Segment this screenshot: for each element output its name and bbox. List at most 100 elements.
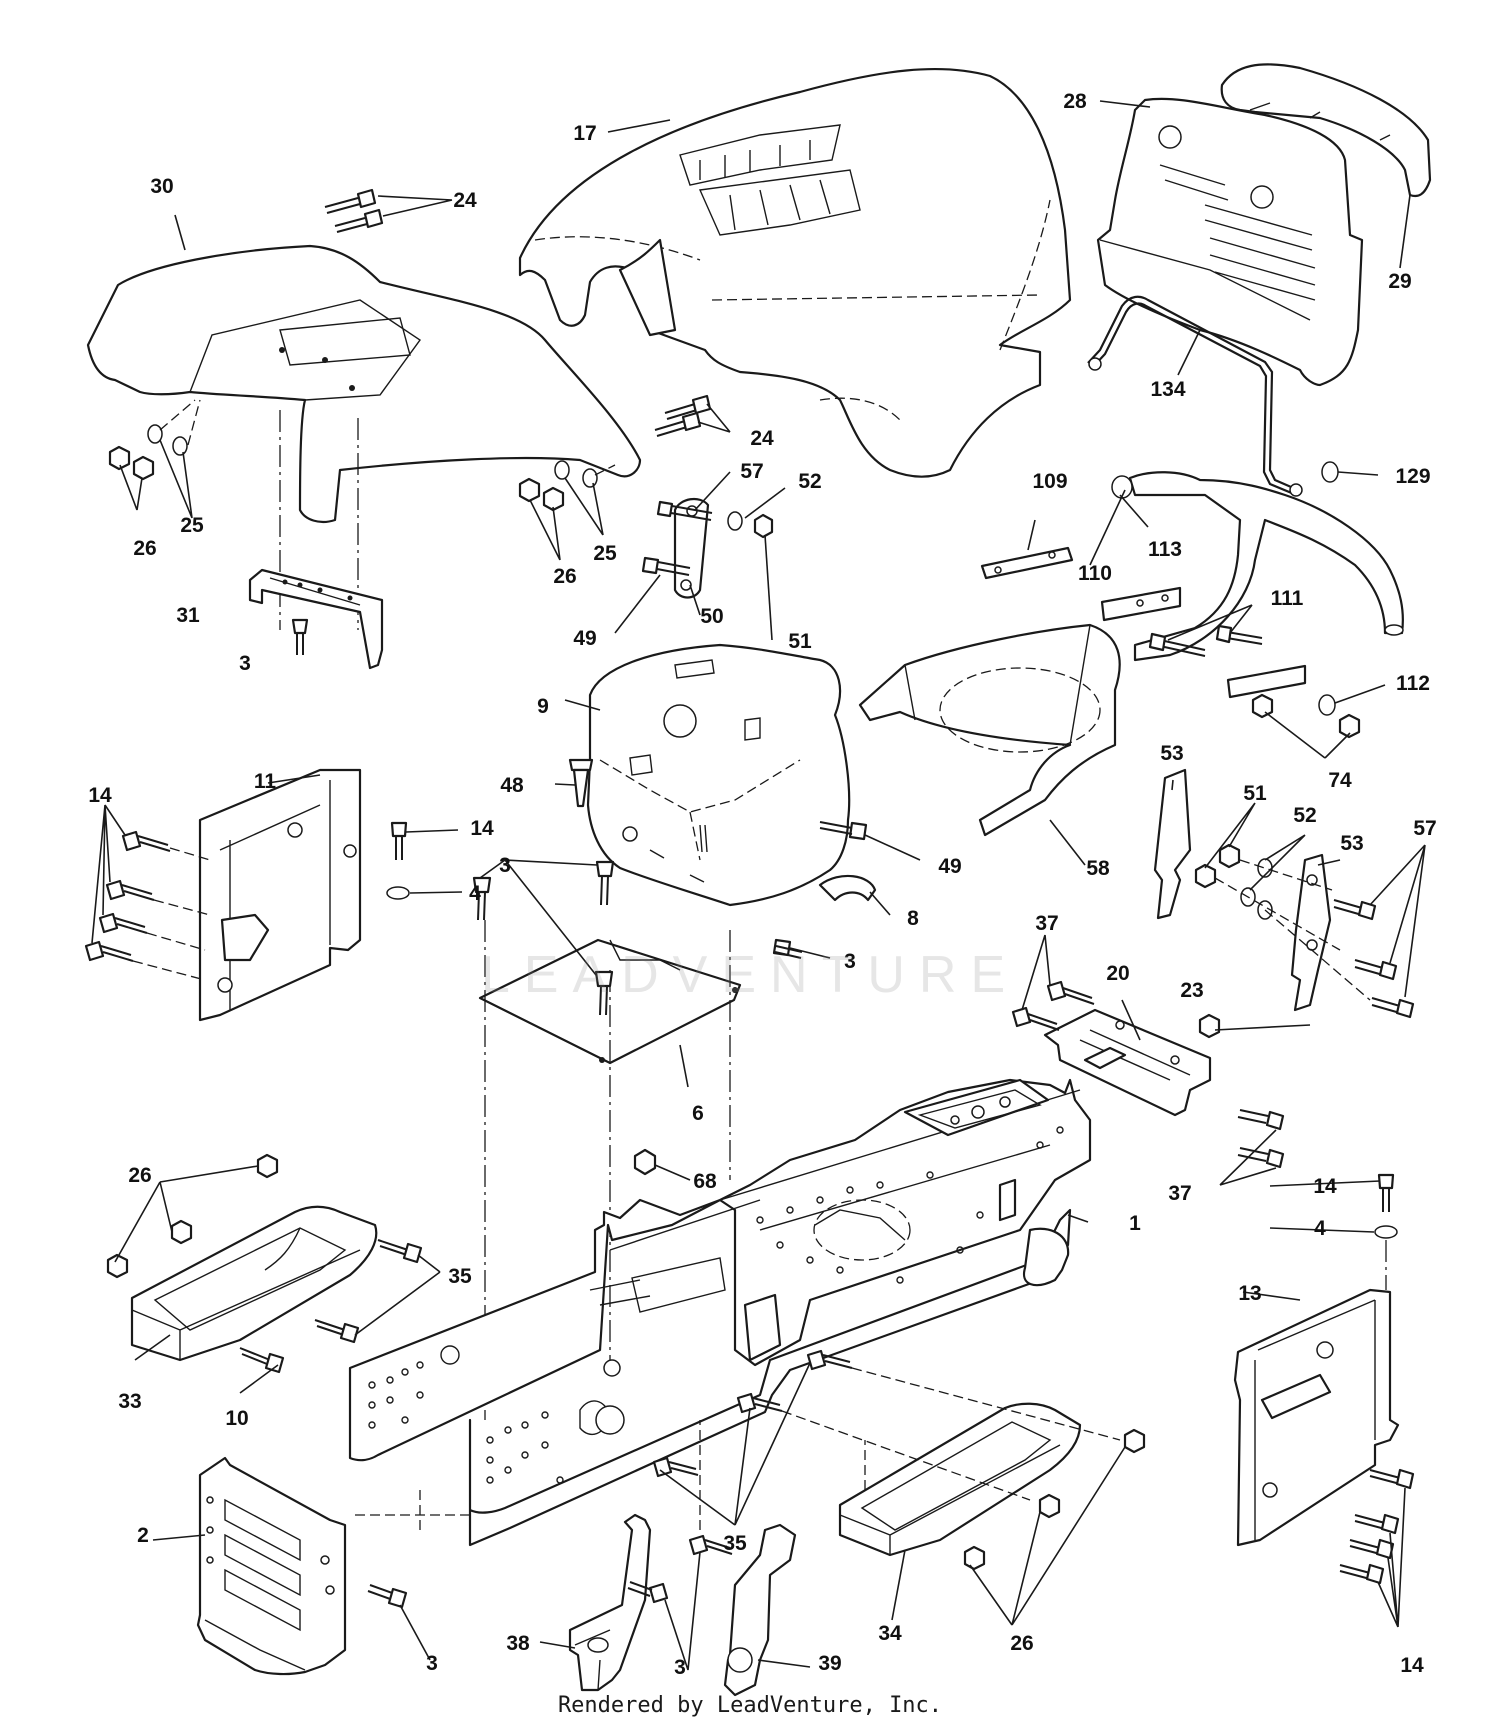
callout-28: 28 <box>1063 90 1087 113</box>
grille-part-28 <box>1096 97 1364 387</box>
nut-part-51-upper <box>753 513 774 539</box>
callout-58: 58 <box>1086 857 1110 880</box>
fender-hardware-lines <box>159 399 616 476</box>
callout-52-right: 52 <box>1293 804 1316 827</box>
callout-134: 134 <box>1150 378 1185 401</box>
frame-holes <box>368 1126 1064 1484</box>
callout-labels: 17 28 29 30 24 24 134 129 109 110 113 11… <box>88 90 1436 1679</box>
bolt-part-14-right-top <box>1377 1173 1395 1212</box>
bolt-part-14-upper <box>390 821 408 860</box>
hood-part-17 <box>518 67 1072 478</box>
bolt-part-57-right <box>1333 899 1415 1019</box>
fender-part-30 <box>86 244 642 524</box>
washer-part-4-left <box>386 886 410 900</box>
callout-26-footrest-right: 26 <box>1010 1632 1033 1655</box>
support-rod-part-134 <box>1087 295 1303 497</box>
callout-37-upper: 37 <box>1035 912 1058 935</box>
bracket-part-20 <box>1043 1008 1212 1117</box>
bolt-part-14-left <box>84 830 211 981</box>
callout-14-right: 14 <box>1400 1654 1424 1677</box>
nut-part-51-right <box>1194 843 1241 889</box>
callout-30: 30 <box>150 175 173 198</box>
screw-part-3-panel <box>472 860 803 1016</box>
callout-112: 112 <box>1396 672 1430 695</box>
callout-113: 113 <box>1148 538 1182 561</box>
callout-6: 6 <box>692 1102 704 1125</box>
callout-3-front: 3 <box>426 1652 438 1675</box>
screw-part-3-front <box>367 1584 408 1609</box>
callout-10: 10 <box>225 1407 248 1430</box>
callout-51-right: 51 <box>1243 782 1267 805</box>
bolt-part-49-lower <box>819 821 868 841</box>
bolt-part-37 <box>1011 980 1285 1169</box>
screw-part-3-lower <box>627 1534 733 1604</box>
callout-14-upper: 14 <box>470 817 494 840</box>
callout-2: 2 <box>137 1524 149 1547</box>
callout-38: 38 <box>506 1632 530 1655</box>
callout-26-footrest-left: 26 <box>128 1164 151 1187</box>
callout-52-upper: 52 <box>798 470 821 493</box>
bolt-part-24 <box>324 188 712 437</box>
nut-part-23 <box>1198 1013 1221 1039</box>
callout-110: 110 <box>1078 562 1112 585</box>
callout-129: 129 <box>1395 465 1430 488</box>
footrest-part-34 <box>838 1402 1082 1557</box>
heat-shield-part-58 <box>858 623 1121 837</box>
washer-part-25 <box>147 424 598 488</box>
callout-49-upper: 49 <box>573 627 596 650</box>
callout-49-lower: 49 <box>938 855 961 878</box>
callout-23: 23 <box>1180 979 1203 1002</box>
callout-3-fender: 3 <box>239 652 251 675</box>
nut-part-26-left <box>106 1153 279 1279</box>
bolt-part-35-right <box>652 1349 853 1478</box>
callout-3-lower: 3 <box>674 1656 686 1679</box>
callout-57-upper: 57 <box>740 460 763 483</box>
callout-8: 8 <box>907 907 919 930</box>
callout-51-upper: 51 <box>788 630 812 653</box>
washer-part-4-right <box>1374 1225 1398 1239</box>
callout-9: 9 <box>537 695 549 718</box>
front-bracket-part-2 <box>196 1456 347 1676</box>
callout-26-mid: 26 <box>553 565 576 588</box>
footer-credit: Rendered by LeadVenture, Inc. <box>557 1693 943 1718</box>
callout-25-right: 25 <box>593 542 617 565</box>
leader-lines <box>91 100 1426 1671</box>
nose-cap-part-29 <box>1220 63 1432 198</box>
callout-109: 109 <box>1032 470 1067 493</box>
callout-20: 20 <box>1106 962 1129 985</box>
nut-part-74 <box>1251 693 1361 739</box>
plate-assembly-lines <box>1214 859 1371 1001</box>
bracket-part-38 <box>568 1513 652 1692</box>
washer-part-52-right <box>1240 858 1273 920</box>
callout-31: 31 <box>176 604 200 627</box>
callout-48: 48 <box>500 774 524 797</box>
callout-14-right-top: 14 <box>1313 1175 1337 1198</box>
bracket-part-39 <box>723 1523 797 1697</box>
bolt-part-49-upper <box>641 556 691 576</box>
callout-13: 13 <box>1238 1282 1261 1305</box>
push-rivet-part-48 <box>568 758 594 808</box>
callout-33: 33 <box>118 1390 141 1413</box>
callout-4-right: 4 <box>1314 1217 1326 1240</box>
callout-37-lower: 37 <box>1168 1182 1191 1205</box>
panel-plate-part-6 <box>478 938 742 1065</box>
screw-part-3-misc <box>291 618 309 655</box>
nut-part-68 <box>633 1148 657 1176</box>
bolt-part-111 <box>1148 624 1263 657</box>
callout-25-left: 25 <box>180 514 204 537</box>
callout-24-top: 24 <box>453 189 477 212</box>
callout-111: 111 <box>1271 587 1304 610</box>
side-bracket-part-11 <box>198 768 362 1022</box>
callout-14-left: 14 <box>88 784 112 807</box>
dash-panel-part-9 <box>586 643 851 907</box>
fender-bracket-part-31 <box>248 568 384 670</box>
callout-35-right: 35 <box>723 1532 747 1555</box>
footrest-part-33 <box>130 1205 378 1362</box>
callout-74: 74 <box>1328 769 1352 792</box>
callout-3-panel: 3 <box>499 854 511 877</box>
bolt-part-14-right <box>1339 1468 1415 1585</box>
link-part-50 <box>673 497 710 599</box>
callout-3-panel-right: 3 <box>844 950 856 973</box>
side-bracket-part-13 <box>1233 1288 1400 1547</box>
